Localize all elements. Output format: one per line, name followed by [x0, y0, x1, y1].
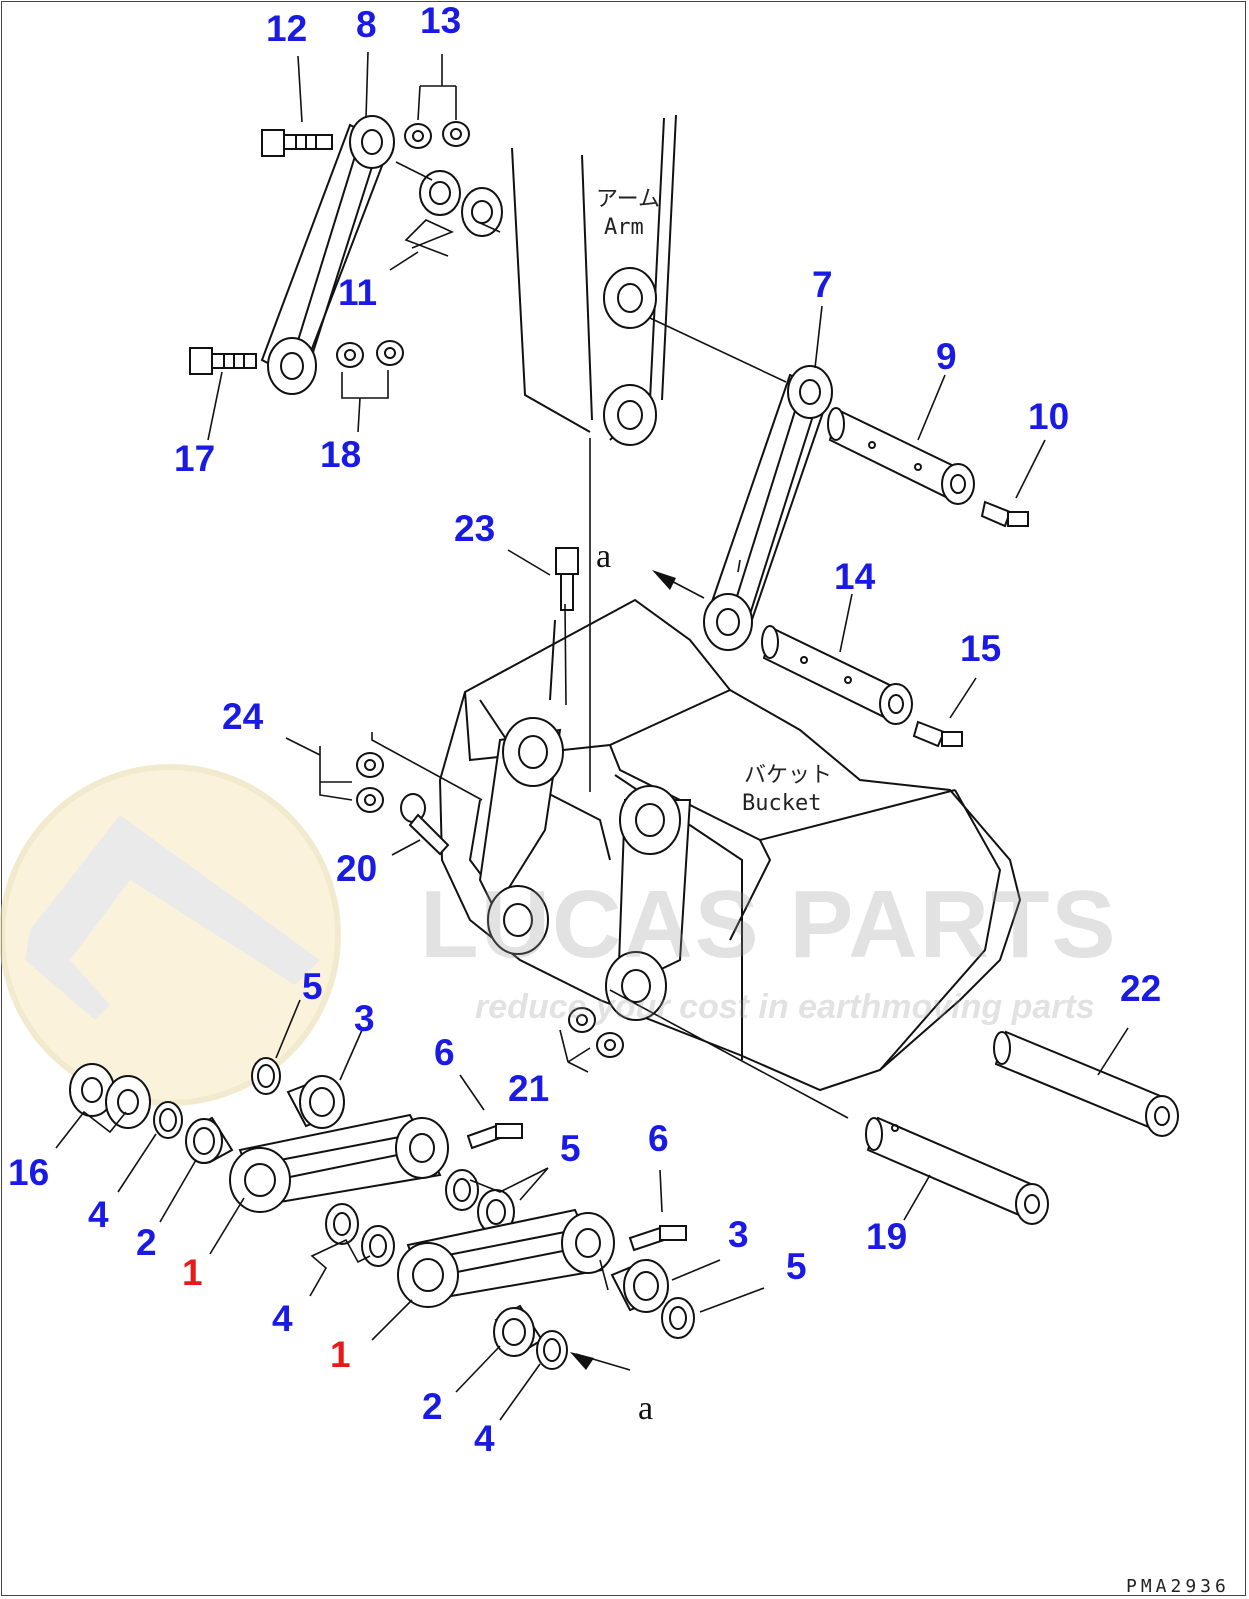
bucket-label-jp: バケット — [744, 763, 833, 788]
link-part-1-upper — [229, 1113, 449, 1213]
pin-part-22 — [993, 1030, 1179, 1137]
bucket — [438, 598, 1022, 1092]
pin-part-9 — [827, 407, 975, 505]
part-label-6-a: 6 — [434, 1032, 455, 1073]
arm-pin-boss-upper — [603, 267, 657, 329]
seal-part-5-lower — [661, 1297, 695, 1339]
washers-part-11 — [419, 170, 503, 237]
watermark-logo — [0, 764, 341, 1106]
part-label-5-b: 5 — [560, 1128, 581, 1169]
bushing-part-3-lower — [610, 1258, 669, 1313]
part-label-3-b: 3 — [728, 1214, 749, 1255]
part-label-1-a: 1 — [182, 1252, 203, 1293]
part-label-10: 10 — [1028, 396, 1070, 437]
arm-label-jp: アーム — [596, 187, 661, 212]
part-label-14: 14 — [834, 556, 876, 597]
fitting-part-6-upper — [466, 1123, 523, 1150]
part-label-9: 9 — [936, 336, 957, 377]
part-label-23: 23 — [454, 508, 496, 549]
part-label-11: 11 — [338, 272, 378, 313]
arrow-a-bottom — [570, 1352, 594, 1370]
fitting-part-15 — [912, 720, 963, 748]
part-label-2-a: 2 — [136, 1222, 157, 1263]
part-label-6-b: 6 — [648, 1118, 669, 1159]
watermark-subtitle: reduce your cost in earthmoving parts — [475, 988, 1095, 1026]
bolt-part-17 — [189, 347, 257, 375]
part-label-21: 21 — [508, 1068, 550, 1109]
nuts-part-18 — [336, 340, 404, 368]
marker-a-bottom: a — [638, 1390, 654, 1427]
bushing-part-2-upper — [185, 1116, 234, 1164]
part-label-24: 24 — [222, 696, 264, 737]
part-label-1-b: 1 — [330, 1334, 351, 1375]
part-label-7: 7 — [812, 264, 833, 305]
part-label-22: 22 — [1120, 968, 1162, 1009]
watermark-title: LUCAS PARTS — [420, 871, 1118, 978]
seal-part-5-upper-left — [251, 1057, 281, 1095]
part-label-12: 12 — [266, 8, 308, 49]
part-label-17: 17 — [174, 438, 216, 479]
bushing-part-2-lower — [493, 1304, 544, 1357]
arm-label-en: Arm — [604, 215, 644, 240]
part-label-2-b: 2 — [422, 1386, 443, 1427]
arm-pin-boss-lower — [603, 384, 657, 446]
bolt-part-20 — [400, 793, 450, 856]
seals-part-4-middle — [325, 1203, 395, 1267]
link-part-8 — [260, 115, 395, 395]
drawing-code: PMA2936 — [1126, 1576, 1230, 1597]
part-label-13: 13 — [420, 0, 462, 41]
part-label-18: 18 — [320, 434, 362, 475]
leader-lines — [55, 51, 1129, 1421]
shims-part-16 — [69, 1063, 151, 1129]
part-label-5-a: 5 — [302, 966, 323, 1007]
bucket-label-en: Bucket — [742, 791, 822, 816]
part-label-8: 8 — [356, 4, 377, 45]
part-label-4-a: 4 — [88, 1194, 109, 1235]
marker-a-top: a — [596, 538, 612, 575]
link-part-7 — [703, 365, 833, 651]
nuts-part-21 — [568, 1007, 624, 1058]
bolt-part-12 — [261, 129, 333, 157]
fitting-part-10 — [980, 500, 1029, 528]
link-part-1-lower — [397, 1208, 615, 1308]
seal-part-4-upper — [153, 1101, 183, 1139]
arrow-a-top — [652, 570, 676, 590]
part-label-3-a: 3 — [354, 998, 375, 1039]
arm — [511, 114, 677, 446]
nuts-part-13 — [404, 121, 470, 149]
part-label-4-c: 4 — [474, 1418, 495, 1459]
part-label-16: 16 — [8, 1152, 50, 1193]
part-label-19: 19 — [866, 1216, 908, 1257]
fitting-part-6-lower — [628, 1225, 687, 1252]
bushing-part-3-upper — [286, 1075, 345, 1129]
bolt-part-23 — [555, 547, 579, 611]
part-label-5-c: 5 — [786, 1246, 807, 1287]
pin-part-14 — [761, 625, 913, 725]
nuts-part-24 — [356, 752, 384, 813]
pin-part-19 — [865, 1116, 1049, 1225]
seal-part-4-lower — [536, 1330, 568, 1370]
part-label-4-b: 4 — [272, 1298, 293, 1339]
part-label-20: 20 — [336, 848, 378, 889]
part-label-15: 15 — [960, 628, 1002, 669]
